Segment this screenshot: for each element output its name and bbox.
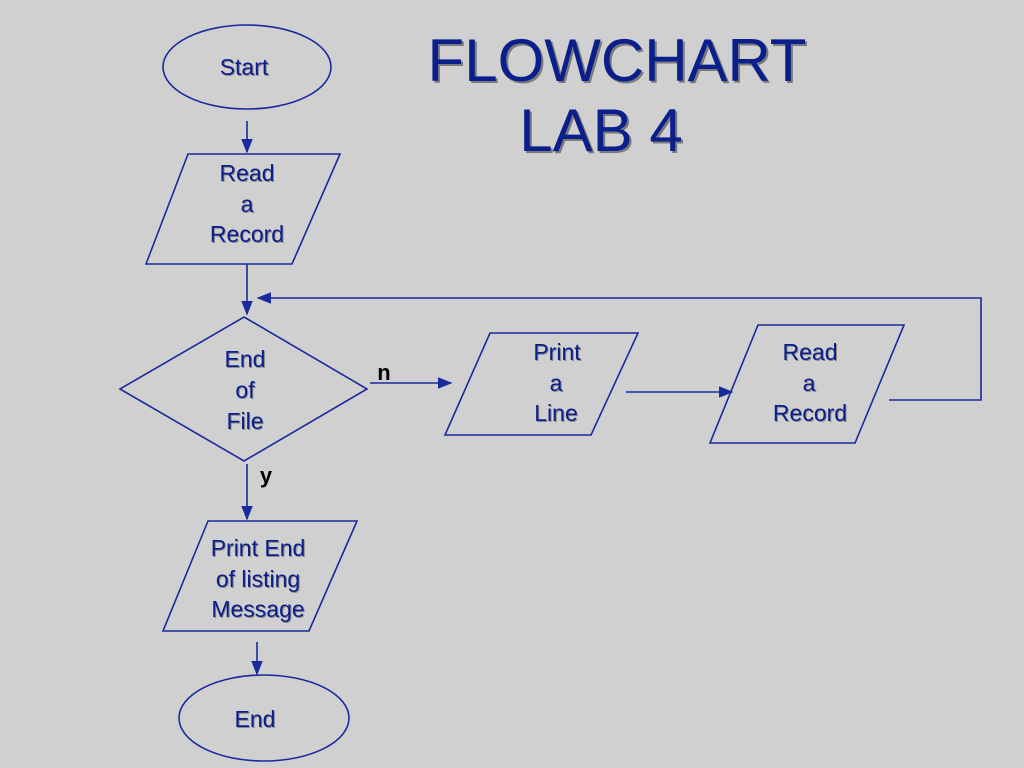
svg-text:Print End: Print End [212, 536, 307, 562]
read-record-input-2: Read Read a a Record Record [708, 324, 906, 444]
read-record-input-1: Read Read a a Record Record [144, 153, 342, 265]
read-record-2-line1: Read [783, 339, 838, 365]
print-line-line3: Line [534, 400, 577, 426]
print-end-parallelogram [161, 520, 359, 632]
edge-label-no: n [377, 360, 390, 385]
decision-line1: End [225, 346, 266, 372]
title-line2: LAB 4 [519, 97, 682, 164]
svg-text:End: End [226, 347, 267, 373]
read-record-2-line3: Record [773, 400, 847, 426]
read-record-parallelogram-1 [144, 153, 342, 265]
svg-text:a: a [551, 371, 564, 397]
print-line-parallelogram [443, 332, 640, 436]
read-record-2-line2: a [803, 370, 816, 396]
svg-text:a: a [242, 192, 255, 218]
print-line-output: Print Print a a Line Line [443, 332, 640, 436]
print-end-line3: Message [211, 596, 304, 622]
decision-line2: of [235, 377, 255, 403]
end-of-file-decision: End End of of File File [118, 316, 369, 462]
print-line-line1: Print [533, 339, 581, 365]
svg-text:End: End [236, 707, 277, 733]
decision-diamond [118, 316, 369, 462]
print-end-message-output: Print End Print End of listing of listin… [161, 520, 359, 632]
svg-text:a: a [804, 371, 817, 397]
slide-title: FLOWCHART FLOWCHART LAB 4 LAB 4 [428, 27, 809, 166]
svg-text:Read: Read [221, 161, 276, 187]
print-end-line2: of listing [216, 566, 300, 592]
print-end-line1: Print End [211, 535, 306, 561]
end-ellipse [178, 674, 350, 762]
end-label: End [235, 706, 276, 732]
edge-loop-back [256, 292, 982, 401]
end-terminator: End End [178, 674, 350, 762]
svg-text:Record: Record [211, 222, 285, 248]
edge-label-yes: y [260, 463, 273, 488]
svg-text:Message: Message [212, 597, 305, 623]
decision-line3: File [226, 408, 263, 434]
read-record-1-line3: Record [210, 221, 284, 247]
svg-text:Start: Start [221, 55, 270, 81]
title-line1-shadow: FLOWCHART [430, 29, 809, 96]
svg-text:Record: Record [774, 401, 848, 427]
start-terminator: Start Start [162, 24, 332, 110]
svg-text:Read: Read [784, 340, 839, 366]
read-record-1-line1: Read [220, 160, 275, 186]
start-label: Start [220, 54, 269, 80]
start-ellipse [162, 24, 332, 110]
title-line2-shadow: LAB 4 [521, 99, 684, 166]
read-record-parallelogram-2 [708, 324, 906, 444]
svg-text:Print: Print [534, 340, 582, 366]
print-line-line2: a [550, 370, 563, 396]
read-record-1-line2: a [241, 191, 254, 217]
svg-text:of: of [236, 378, 256, 404]
svg-text:File: File [227, 409, 264, 435]
svg-text:Line: Line [535, 401, 578, 427]
title-line1: FLOWCHART [428, 27, 807, 94]
svg-text:of listing: of listing [217, 567, 301, 593]
